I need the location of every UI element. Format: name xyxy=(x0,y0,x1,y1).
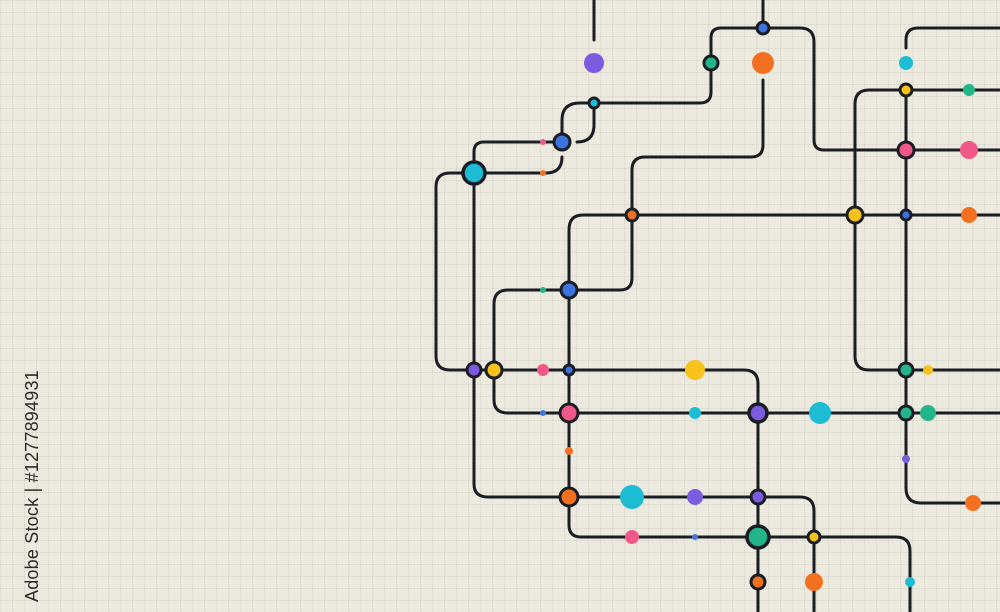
station-blue xyxy=(552,132,572,152)
station-pink xyxy=(558,402,580,424)
line-left-loop xyxy=(434,171,476,372)
station-cyan xyxy=(587,96,601,110)
station-purple xyxy=(747,402,769,424)
station-cyan xyxy=(620,485,644,509)
line-cyan-top xyxy=(472,140,544,162)
line-yellow-loop xyxy=(492,368,571,415)
station-purple xyxy=(902,455,910,463)
station-orange xyxy=(965,495,981,511)
line-orange-route xyxy=(630,78,857,217)
station-purple xyxy=(749,488,767,506)
station-yellow xyxy=(484,360,504,380)
station-orange xyxy=(565,447,573,455)
line-blue-curve xyxy=(540,101,596,144)
line-right-loop xyxy=(853,88,1000,372)
line-row-370 xyxy=(472,368,760,415)
station-cyan xyxy=(461,160,487,186)
line-right-top xyxy=(904,26,1000,50)
station-blue xyxy=(559,280,579,300)
station-blue xyxy=(692,534,698,540)
station-yellow xyxy=(898,82,914,98)
station-orange xyxy=(805,573,823,591)
station-teal xyxy=(540,287,546,293)
line-orange-left xyxy=(567,213,634,372)
station-orange xyxy=(961,207,977,223)
station-yellow xyxy=(845,205,865,225)
station-orange xyxy=(624,207,640,223)
station-pink xyxy=(537,364,549,376)
line-row-537 xyxy=(756,535,912,612)
station-purple xyxy=(465,361,483,379)
network-lines xyxy=(434,0,1000,612)
stock-id-caption: Adobe Stock | #1277894931 xyxy=(22,370,42,602)
station-green xyxy=(963,84,975,96)
station-orange xyxy=(752,52,774,74)
station-orange xyxy=(558,486,580,508)
station-cyan xyxy=(689,407,701,419)
line-col-906 xyxy=(904,88,1000,505)
station-blue xyxy=(755,20,771,36)
line-left-main xyxy=(472,171,571,499)
line-green-to-blue xyxy=(592,70,713,105)
station-pink xyxy=(625,530,639,544)
line-row-497 xyxy=(567,495,816,612)
station-teal xyxy=(897,404,915,422)
line-col-569 xyxy=(567,368,760,539)
station-yellow xyxy=(923,365,933,375)
station-green xyxy=(702,54,720,72)
station-teal xyxy=(897,361,915,379)
station-yellow xyxy=(806,529,822,545)
station-pink xyxy=(896,140,916,160)
line-blue-left xyxy=(492,288,571,372)
station-purple xyxy=(584,53,604,73)
station-teal xyxy=(745,524,771,550)
station-pink xyxy=(540,139,546,145)
station-orange xyxy=(749,573,767,591)
station-yellow xyxy=(685,360,705,380)
line-cyan-loop xyxy=(472,155,564,175)
station-blue xyxy=(899,208,913,222)
station-pink xyxy=(960,141,978,159)
station-cyan xyxy=(899,56,913,70)
line-blue-down xyxy=(575,101,596,144)
line-mid-down xyxy=(567,213,634,292)
station-purple xyxy=(687,489,703,505)
station-cyan xyxy=(809,402,831,424)
station-blue xyxy=(562,363,576,377)
station-blue xyxy=(540,410,546,416)
station-cyan xyxy=(905,577,915,587)
station-orange xyxy=(540,170,546,176)
stations xyxy=(461,20,981,591)
station-green xyxy=(920,405,936,421)
line-top-route xyxy=(709,26,1000,152)
